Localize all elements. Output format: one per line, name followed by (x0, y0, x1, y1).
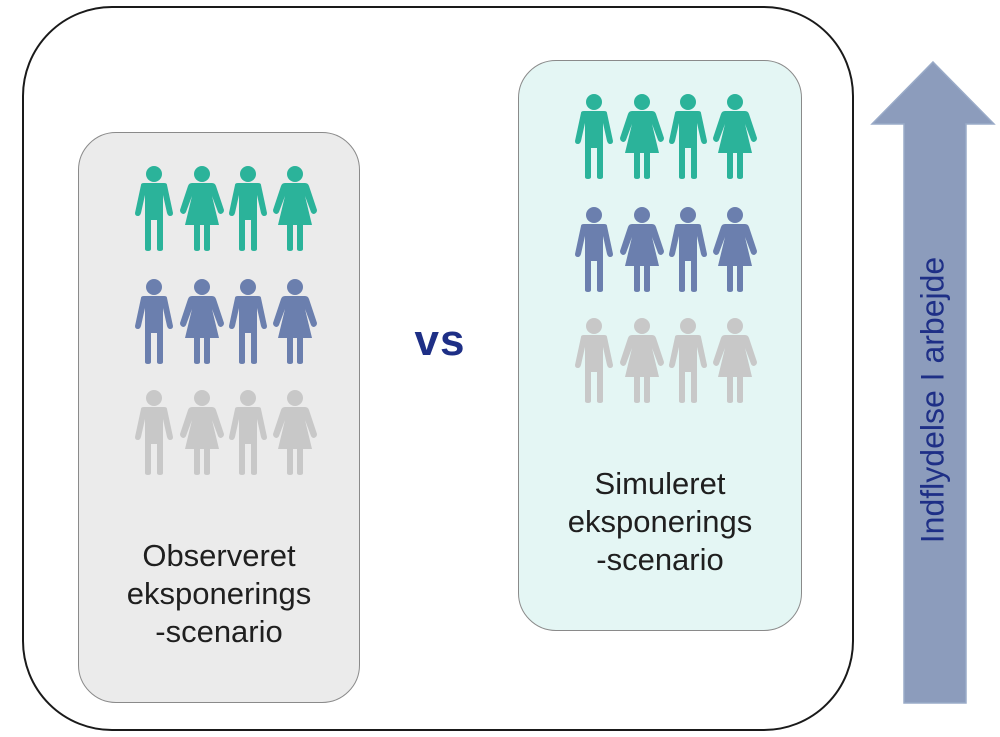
person-female-icon (272, 278, 318, 364)
person-male-icon (665, 93, 711, 179)
label-line: Observeret (142, 538, 296, 573)
observed-scenario-panel: Observeret eksponerings -scenario (78, 132, 360, 703)
label-line: -scenario (596, 542, 724, 577)
label-line: -scenario (155, 614, 283, 649)
observed-scenario-label: Observeret eksponerings -scenario (79, 537, 359, 651)
people-row-gray (519, 317, 801, 407)
people-row-gray (79, 389, 359, 479)
person-male-icon (571, 93, 617, 179)
person-male-icon (665, 206, 711, 292)
label-line: eksponerings (567, 504, 753, 539)
person-female-icon (712, 317, 758, 403)
person-female-icon (619, 93, 665, 179)
person-male-icon (665, 317, 711, 403)
person-female-icon (712, 206, 758, 292)
person-male-icon (571, 317, 617, 403)
label-line: eksponerings (126, 576, 312, 611)
people-row-blue (519, 206, 801, 296)
arrow-up-icon (870, 60, 996, 705)
label-line: Simuleret (594, 466, 726, 501)
arrow-label: Indflydelse I arbejde (914, 256, 951, 544)
person-male-icon (225, 165, 271, 251)
person-female-icon (272, 389, 318, 475)
person-male-icon (131, 389, 177, 475)
person-male-icon (131, 165, 177, 251)
person-male-icon (225, 278, 271, 364)
people-row-teal (79, 165, 359, 255)
person-female-icon (179, 165, 225, 251)
person-female-icon (619, 317, 665, 403)
person-male-icon (571, 206, 617, 292)
person-female-icon (272, 165, 318, 251)
people-row-blue (79, 278, 359, 368)
person-female-icon (712, 93, 758, 179)
vs-label: vs (414, 316, 466, 365)
person-male-icon (131, 278, 177, 364)
simulated-scenario-panel: Simuleret eksponerings -scenario (518, 60, 802, 631)
simulated-scenario-label: Simuleret eksponerings -scenario (519, 465, 801, 579)
person-female-icon (179, 278, 225, 364)
person-female-icon (179, 389, 225, 475)
person-female-icon (619, 206, 665, 292)
outer-frame (22, 6, 854, 731)
people-row-teal (519, 93, 801, 183)
person-male-icon (225, 389, 271, 475)
